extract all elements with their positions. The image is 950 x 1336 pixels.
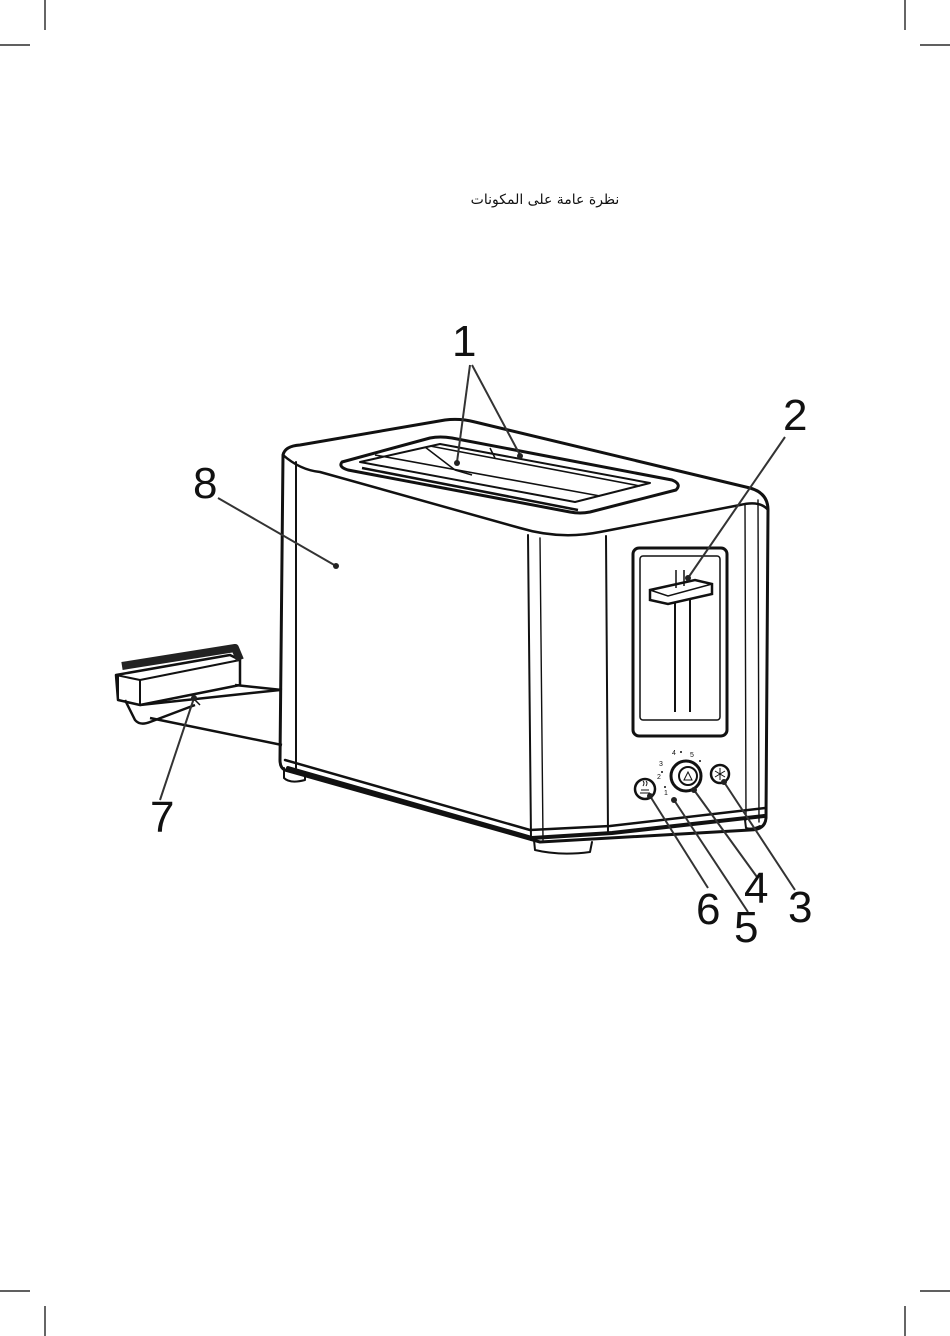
- browning-dial[interactable]: [671, 761, 701, 791]
- dial-mark-4: 4: [672, 750, 676, 757]
- lever-window: [633, 548, 727, 736]
- bread-slots: [341, 437, 678, 513]
- callout-7: 7: [150, 793, 174, 842]
- callout-numbers: 1 2 3 4 5 6 7 8: [150, 317, 812, 952]
- callout-6: 6: [696, 885, 720, 934]
- callout-3: 3: [788, 883, 812, 932]
- bun-rack: [116, 648, 282, 745]
- dial-mark-5: 5: [690, 752, 694, 759]
- dial-mark-3: 3: [659, 761, 663, 768]
- callout-8: 8: [193, 459, 217, 508]
- leader-lines: [160, 365, 795, 912]
- leader-dots: [191, 453, 727, 803]
- dial-mark-2: 2: [657, 774, 661, 781]
- callout-1: 1: [452, 317, 476, 366]
- callout-2: 2: [783, 391, 807, 440]
- callout-5: 5: [734, 903, 758, 952]
- dial-mark-1: 1: [664, 790, 668, 797]
